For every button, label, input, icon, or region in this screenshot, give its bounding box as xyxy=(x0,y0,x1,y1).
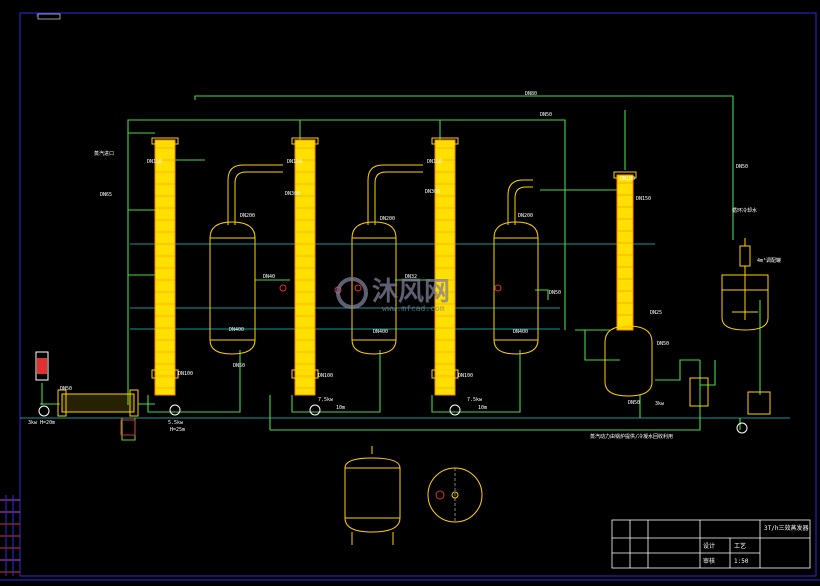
separator-2 xyxy=(351,221,397,355)
vapor-ducts xyxy=(227,164,533,225)
label-pump-1b: H=25m xyxy=(170,427,185,433)
label-dn300-2: DN300 xyxy=(425,189,440,195)
small-tank xyxy=(689,377,771,415)
label-dn50-2: DN50 xyxy=(233,363,245,369)
watermark-sub: www.mfcad.com xyxy=(382,304,445,313)
detail-vessel-plan xyxy=(427,467,483,523)
label-pump-4: 3kw xyxy=(655,401,665,407)
label-pump-2: 7.5kw xyxy=(318,397,334,403)
title-block-text: 3T/h三效蒸发器 设计 工艺 审核 1:50 xyxy=(703,524,808,565)
separator-1 xyxy=(209,221,256,355)
annotations: DN80 DN50 DN50 循环冷却水 DN150 DN150 DN150 D… xyxy=(28,91,781,440)
label-dn100-3: DN100 xyxy=(458,373,473,379)
label-dn100-4: DN100 xyxy=(620,176,635,182)
label-mix-tank: 4m³调配罐 xyxy=(757,257,781,264)
label-pump-3b: 10m xyxy=(478,405,487,411)
elevation-lines xyxy=(20,243,790,419)
evaporator-column-3 xyxy=(431,137,459,396)
label-dn150-4: DN150 xyxy=(636,196,651,202)
label-steam-in: 蒸汽进口 xyxy=(94,150,114,157)
mixing-tank xyxy=(721,238,769,331)
drawing-frame xyxy=(0,12,820,581)
label-dn50-1: DN50 xyxy=(60,386,72,392)
label-dn25: DN25 xyxy=(650,310,662,316)
separator-3 xyxy=(493,221,539,355)
label-dn200-2: DN200 xyxy=(380,216,395,222)
label-dn40: DN40 xyxy=(263,274,275,280)
preheater xyxy=(57,389,139,417)
label-dn32: DN32 xyxy=(405,274,417,280)
label-pump-2b: 10m xyxy=(336,405,345,411)
title-block-title: 3T/h三效蒸发器 xyxy=(764,524,808,532)
label-dn300-1: DN300 xyxy=(285,191,300,197)
label-dn400-1: DN400 xyxy=(229,327,244,333)
label-dn200-3: DN200 xyxy=(518,213,533,219)
watermark: 沐风网 www.mfcad.com xyxy=(336,277,450,313)
label-pump-0: 3kw H=20m xyxy=(28,420,55,426)
label-pump-3: 7.5kw xyxy=(467,397,483,403)
label-dn65: DN65 xyxy=(100,192,112,198)
label-dn150-1: DN150 xyxy=(147,159,162,165)
title-block-scale: 1:50 xyxy=(734,558,749,565)
pumps xyxy=(38,404,748,434)
label-dn50-3: DN50 xyxy=(549,290,561,296)
watermark-main: 沐风网 xyxy=(372,277,450,307)
condenser-column xyxy=(613,171,637,331)
title-block-row1b: 工艺 xyxy=(734,542,746,550)
label-dn400-2: DN400 xyxy=(373,329,388,335)
label-note: 蒸汽动力由锅炉提供/冷凝水回收利用 xyxy=(590,433,673,440)
label-dn50-5: DN50 xyxy=(628,400,640,406)
title-block xyxy=(611,519,811,569)
piping xyxy=(40,95,761,441)
label-dn150-3: DN150 xyxy=(427,159,442,165)
evaporator-column-2 xyxy=(291,137,319,396)
evaporator-column-1 xyxy=(151,137,179,396)
label-dn100-2: DN100 xyxy=(318,373,333,379)
label-pump-1: 5.5kw xyxy=(168,420,184,426)
label-top-line-1: DN80 xyxy=(525,91,537,97)
label-dn50-4: DN50 xyxy=(657,341,669,347)
label-dn150-2: DN150 xyxy=(287,159,302,165)
label-top-line-2: DN50 xyxy=(540,112,552,118)
label-top-right: DN50 xyxy=(736,164,748,170)
detail-vessel-elevation xyxy=(344,446,401,545)
margin-ruler xyxy=(0,495,20,576)
title-block-row1a: 设计 xyxy=(703,542,715,550)
frame-tag xyxy=(37,13,61,20)
title-block-row2: 审核 xyxy=(703,557,715,565)
label-dn400-3: DN400 xyxy=(513,329,528,335)
receiver-tank xyxy=(604,325,653,397)
label-cooling-water: 循环冷却水 xyxy=(732,207,757,214)
watermark-logo-icon xyxy=(336,277,368,309)
column-ribs xyxy=(155,147,633,389)
feed-tank xyxy=(35,351,49,381)
label-dn100-1: DN100 xyxy=(178,371,193,377)
label-dn200-1: DN200 xyxy=(240,213,255,219)
